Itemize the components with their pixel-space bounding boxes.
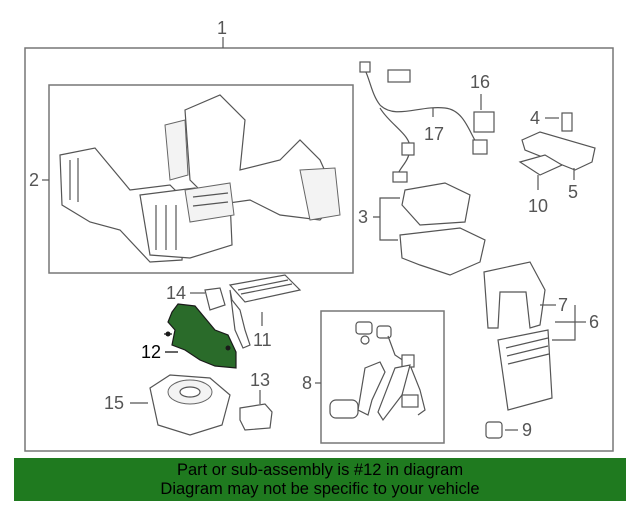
callout-3[interactable]: 3 [358, 207, 368, 227]
callout-6[interactable]: 6 [589, 312, 599, 332]
evaporator-cover-part-7 [483, 261, 546, 329]
subassembly-box-2 [48, 84, 354, 274]
callout-9[interactable]: 9 [522, 420, 532, 440]
banner-background [14, 458, 626, 501]
wiring-harness-part [359, 61, 488, 183]
connector-part-14 [204, 287, 226, 311]
callout-12[interactable]: 12 [141, 342, 161, 362]
callout-4[interactable]: 4 [530, 108, 540, 128]
blower-motor-part-15 [149, 374, 231, 436]
callout-5[interactable]: 5 [568, 182, 578, 202]
banner-line-2: Diagram may not be specific to your vehi… [160, 480, 480, 498]
duct-part-3b [399, 227, 486, 276]
bracket-part-9 [485, 421, 503, 439]
callout-16[interactable]: 16 [470, 72, 490, 92]
duct-part-3a [401, 182, 471, 226]
small-part-4 [561, 112, 573, 132]
control-module-part-5 [521, 131, 596, 171]
callout-17[interactable]: 17 [424, 124, 444, 144]
callout-2[interactable]: 2 [29, 170, 39, 190]
subassembly-box-8 [320, 310, 445, 444]
assembly-frame [24, 47, 614, 452]
callout-14[interactable]: 14 [166, 283, 186, 303]
callout-1[interactable]: 1 [217, 18, 227, 38]
filter-part-10 [518, 154, 564, 176]
hose-kit-part-8 [329, 321, 426, 422]
evaporator-core-part-6 [497, 329, 553, 411]
callout-11[interactable]: 11 [253, 330, 272, 350]
heater-core-part-11 [228, 274, 302, 349]
callout-7[interactable]: 7 [558, 295, 568, 315]
callout-13[interactable]: 13 [250, 370, 270, 390]
callout-8[interactable]: 8 [302, 373, 312, 393]
callout-15[interactable]: 15 [104, 393, 124, 413]
highlighted-part-12[interactable] [167, 303, 237, 369]
resistor-part-13 [239, 403, 273, 431]
sensor-part-16 [473, 111, 495, 133]
info-banner: Part or sub-assembly is #12 in diagram D… [14, 458, 626, 501]
hvac-case-part [59, 94, 341, 263]
banner-line-1: Part or sub-assembly is #12 in diagram [176, 461, 464, 479]
callout-10[interactable]: 10 [528, 196, 548, 216]
